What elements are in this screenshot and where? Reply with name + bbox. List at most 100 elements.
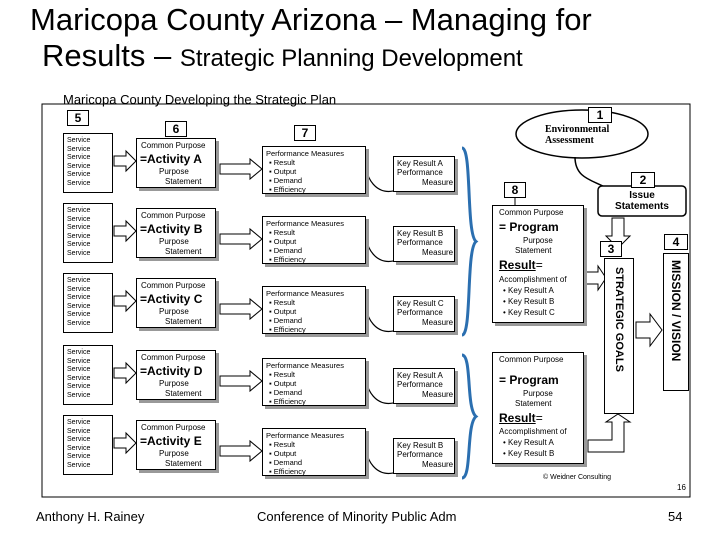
key-result-name: Key Result A bbox=[397, 371, 443, 380]
assessment-label: Assessment bbox=[545, 135, 594, 146]
performance-measures-heading: Performance Measures bbox=[266, 289, 344, 298]
step-number-2: 2 bbox=[631, 172, 655, 188]
block-arrow bbox=[219, 439, 263, 463]
program-1-kr-1: • Key Result A bbox=[503, 286, 554, 295]
key-result-name: Key Result B bbox=[397, 441, 444, 450]
performance-measure-item: ▪ Demand bbox=[269, 246, 303, 255]
service-item: Service bbox=[67, 285, 91, 293]
activity-common-purpose: Common Purpose bbox=[141, 141, 206, 150]
program-2-statement: Statement bbox=[515, 399, 552, 408]
performance-measure-item-text: Efficiency bbox=[273, 255, 306, 264]
service-item: Service bbox=[67, 232, 91, 240]
service-item: Service bbox=[67, 349, 91, 356]
program-1-purpose: Purpose bbox=[523, 236, 553, 245]
performance-measure-item: ▪ Demand bbox=[269, 176, 303, 185]
program-2-accomplishment: Accomplishment of bbox=[499, 427, 567, 436]
key-result-measure: Measure bbox=[422, 318, 454, 327]
performance-measure-item: ▪ Result bbox=[269, 228, 296, 237]
performance-measure-item-text: Efficiency bbox=[273, 325, 306, 334]
goals-to-mission-arrow bbox=[635, 312, 663, 348]
program-1-kr-1-text: Key Result A bbox=[508, 286, 554, 295]
performance-measure-item-text: Output bbox=[273, 237, 297, 246]
performance-measure-item-text: Efficiency bbox=[273, 397, 306, 406]
program-1-arrow bbox=[585, 264, 607, 292]
program-1-result-line: Result= bbox=[499, 256, 543, 274]
performance-measure-item-text: Output bbox=[273, 167, 297, 176]
service-item: Service bbox=[67, 302, 91, 310]
step-number-5: 5 bbox=[67, 110, 89, 126]
program-1-common-purpose: Common Purpose bbox=[499, 208, 564, 217]
environmental-assessment-text: Environmental Assessment bbox=[545, 124, 609, 146]
block-arrow bbox=[113, 149, 137, 173]
strategic-goals-label: STRATEGIC GOALS bbox=[613, 267, 625, 372]
service-item: Service bbox=[67, 319, 91, 327]
service-item: Service bbox=[67, 444, 91, 452]
key-result-name: Key Result B bbox=[397, 229, 444, 238]
performance-measure-item-text: Demand bbox=[273, 176, 303, 185]
service-item: Service bbox=[67, 294, 91, 301]
performance-measure-item: ▪ Output bbox=[269, 167, 297, 176]
performance-measure-item-text: Output bbox=[273, 307, 297, 316]
key-result-performance: Performance bbox=[397, 450, 443, 459]
service-item: Service bbox=[67, 357, 91, 365]
key-result-name: Key Result A bbox=[397, 159, 443, 168]
program-2-kr-1-text: Key Result A bbox=[508, 438, 554, 447]
program-box-2: Common Purpose = Program Purpose Stateme… bbox=[492, 352, 584, 464]
program-2-purpose: Purpose bbox=[523, 389, 553, 398]
service-item: Service bbox=[67, 311, 91, 318]
service-item: Service bbox=[67, 453, 91, 460]
performance-measure-item: ▪ Output bbox=[269, 449, 297, 458]
activity-name: =Activity D bbox=[140, 364, 203, 378]
service-item: Service bbox=[67, 461, 91, 469]
service-item: Service bbox=[67, 162, 91, 170]
service-item: Service bbox=[67, 145, 91, 153]
block-arrow bbox=[113, 289, 137, 313]
service-item: Service bbox=[67, 207, 91, 214]
performance-measure-item: ▪ Result bbox=[269, 298, 296, 307]
program-1-result-eq: = bbox=[535, 258, 543, 272]
service-item: Service bbox=[67, 249, 91, 257]
footer-conference: Conference of Minority Public Adm bbox=[257, 509, 457, 524]
performance-measure-item-text: Output bbox=[273, 449, 297, 458]
activity-common-purpose: Common Purpose bbox=[141, 281, 206, 290]
program-2-kr-2-text: Key Result B bbox=[508, 449, 555, 458]
program-2-result: Result bbox=[499, 411, 536, 425]
performance-measure-item: ▪ Demand bbox=[269, 458, 303, 467]
mission-vision-box: MISSION / VISION bbox=[663, 253, 689, 391]
service-item: Service bbox=[67, 374, 91, 382]
program-1-kr-2: • Key Result B bbox=[503, 297, 555, 306]
program-1-result: Result bbox=[499, 258, 536, 272]
program-1-kr-3: • Key Result C bbox=[503, 308, 555, 317]
service-item: Service bbox=[67, 383, 91, 390]
program-1-statement: Statement bbox=[515, 246, 552, 255]
performance-measure-item-text: Result bbox=[273, 370, 296, 379]
performance-measures-heading: Performance Measures bbox=[266, 219, 344, 228]
step-number-8: 8 bbox=[504, 182, 526, 198]
activity-purpose: Purpose bbox=[159, 379, 189, 388]
key-result-measure: Measure bbox=[422, 248, 454, 257]
performance-measures-heading: Performance Measures bbox=[266, 431, 344, 440]
program-2-kr-1: • Key Result A bbox=[503, 438, 554, 447]
service-item: Service bbox=[67, 171, 91, 178]
block-arrow bbox=[113, 431, 137, 455]
brace-lower bbox=[461, 353, 479, 480]
title-line-1: Maricopa County Arizona – Managing for bbox=[30, 2, 592, 37]
performance-measure-item-text: Demand bbox=[273, 388, 303, 397]
performance-measure-item-text: Result bbox=[273, 158, 296, 167]
service-item: Service bbox=[67, 154, 91, 161]
mission-vision-label: MISSION / VISION bbox=[669, 260, 683, 362]
performance-measure-item-text: Output bbox=[273, 379, 297, 388]
performance-measure-item-text: Result bbox=[273, 440, 296, 449]
step-number-7: 7 bbox=[294, 125, 316, 141]
block-arrow bbox=[113, 361, 137, 385]
key-result-name: Key Result C bbox=[397, 299, 444, 308]
service-item: Service bbox=[67, 277, 91, 284]
block-arrow bbox=[219, 227, 263, 251]
performance-measure-item: ▪ Output bbox=[269, 307, 297, 316]
key-result-performance: Performance bbox=[397, 308, 443, 317]
